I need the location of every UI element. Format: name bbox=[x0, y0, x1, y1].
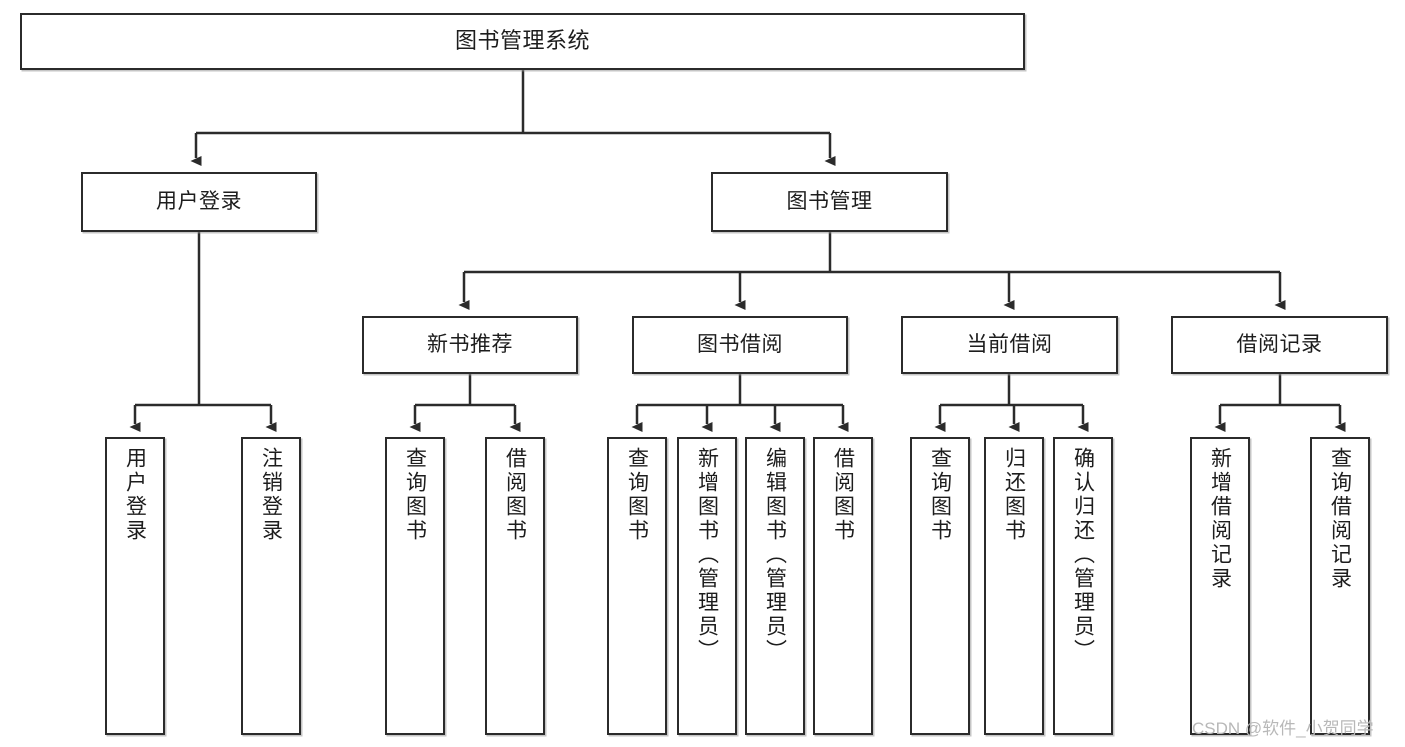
leaf-query-book-borrow-label: 查询图书 bbox=[625, 447, 649, 543]
node-book-borrow-label: 图书借阅 bbox=[697, 333, 783, 357]
node-user-login[interactable]: 用户登录 bbox=[81, 172, 317, 232]
leaf-borrow-book-label: 借阅图书 bbox=[831, 447, 855, 543]
node-new-book-recommend-label: 新书推荐 bbox=[427, 333, 513, 357]
node-current-borrow-label: 当前借阅 bbox=[966, 333, 1053, 357]
node-current-borrow[interactable]: 当前借阅 bbox=[901, 316, 1118, 374]
leaf-logout[interactable]: 注销登录 bbox=[241, 437, 301, 735]
leaf-query-book-current-label: 查询图书 bbox=[928, 447, 952, 543]
leaf-borrow-book[interactable]: 借阅图书 bbox=[813, 437, 873, 735]
node-root-label: 图书管理系统 bbox=[454, 28, 590, 54]
leaf-query-borrow-record-label: 查询借阅记录 bbox=[1328, 447, 1352, 591]
leaf-query-book-recommend[interactable]: 查询图书 bbox=[385, 437, 445, 735]
leaf-edit-book-admin[interactable]: 编辑图书（管理员） bbox=[745, 437, 805, 735]
node-borrow-record-label: 借阅记录 bbox=[1236, 333, 1323, 357]
leaf-return-book-label: 归还图书 bbox=[1002, 447, 1026, 543]
node-root[interactable]: 图书管理系统 bbox=[20, 13, 1025, 70]
leaf-user-login[interactable]: 用户登录 bbox=[105, 437, 165, 735]
leaf-add-book-admin-label: 新增图书（管理员） bbox=[695, 447, 719, 663]
node-book-management[interactable]: 图书管理 bbox=[711, 172, 948, 232]
leaf-add-book-admin[interactable]: 新增图书（管理员） bbox=[677, 437, 737, 735]
leaf-add-borrow-record[interactable]: 新增借阅记录 bbox=[1190, 437, 1250, 735]
leaf-edit-book-admin-label: 编辑图书（管理员） bbox=[763, 447, 787, 663]
leaf-return-book[interactable]: 归还图书 bbox=[984, 437, 1044, 735]
node-borrow-record[interactable]: 借阅记录 bbox=[1171, 316, 1388, 374]
leaf-query-book-recommend-label: 查询图书 bbox=[403, 447, 427, 543]
node-book-borrow[interactable]: 图书借阅 bbox=[632, 316, 848, 374]
node-new-book-recommend[interactable]: 新书推荐 bbox=[362, 316, 578, 374]
leaf-query-book-current[interactable]: 查询图书 bbox=[910, 437, 970, 735]
leaf-query-borrow-record[interactable]: 查询借阅记录 bbox=[1310, 437, 1370, 735]
leaf-borrow-book-recommend-label: 借阅图书 bbox=[503, 447, 527, 543]
leaf-query-book-borrow[interactable]: 查询图书 bbox=[607, 437, 667, 735]
leaf-user-login-label: 用户登录 bbox=[123, 447, 147, 543]
leaf-confirm-return-admin[interactable]: 确认归还（管理员） bbox=[1053, 437, 1113, 735]
watermark: CSDN @软件_小贺同学 bbox=[1192, 719, 1374, 738]
leaf-add-borrow-record-label: 新增借阅记录 bbox=[1208, 447, 1232, 591]
leaf-logout-label: 注销登录 bbox=[259, 447, 283, 543]
node-user-login-label: 用户登录 bbox=[156, 190, 242, 214]
node-book-management-label: 图书管理 bbox=[786, 190, 873, 214]
leaf-borrow-book-recommend[interactable]: 借阅图书 bbox=[485, 437, 545, 735]
leaf-confirm-return-admin-label: 确认归还（管理员） bbox=[1071, 447, 1095, 663]
